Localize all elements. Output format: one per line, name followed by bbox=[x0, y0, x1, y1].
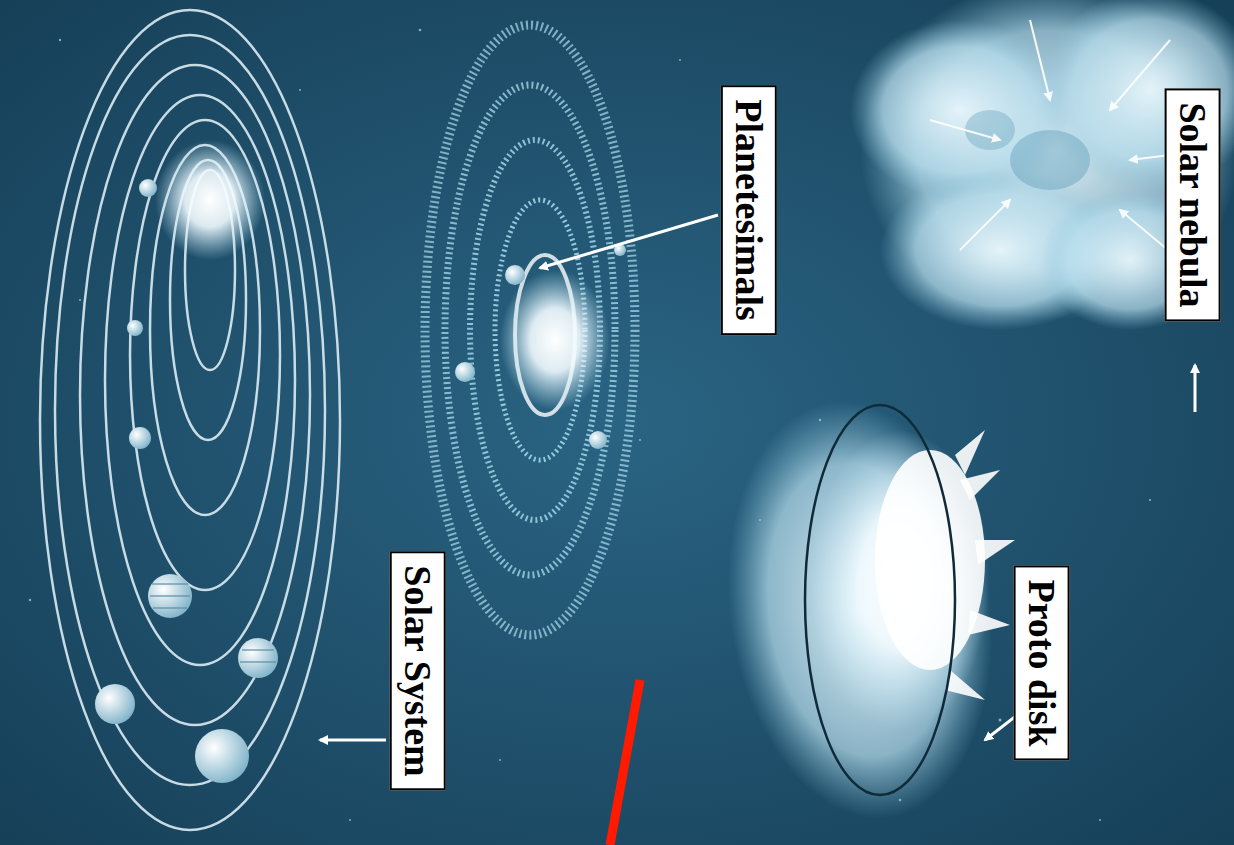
stage-label: Solar System bbox=[389, 551, 445, 790]
stage-label: Proto disk bbox=[1013, 565, 1069, 760]
planetesimal-rings bbox=[425, 25, 635, 635]
stage-name: Proto disk bbox=[1019, 579, 1063, 746]
stage-name: Planetesimals bbox=[727, 99, 771, 321]
planets bbox=[95, 179, 278, 783]
stage-name: Solar System bbox=[395, 565, 439, 776]
stage-label: Planetesimals bbox=[721, 85, 777, 335]
nebula-cloud bbox=[850, 0, 1234, 330]
stage-name: Solar nebula bbox=[1170, 102, 1214, 307]
red-marker-line bbox=[610, 680, 640, 845]
stage-label: Solar nebula bbox=[1164, 88, 1220, 321]
planet-orbits bbox=[40, 10, 340, 830]
proto-disk bbox=[702, 384, 1018, 836]
